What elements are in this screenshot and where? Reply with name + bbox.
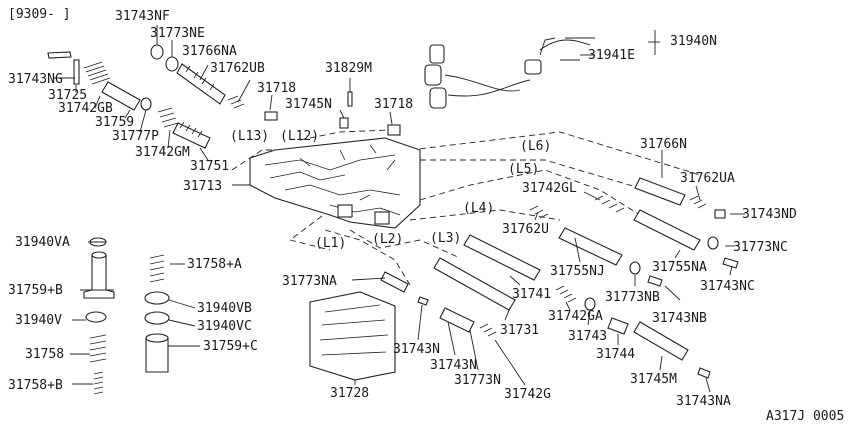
label-31742GB: 31742GB xyxy=(58,101,113,116)
label-31742G: 31742G xyxy=(504,387,551,402)
label-31755NJ: 31755NJ xyxy=(550,264,605,279)
label-31718-upper: 31718 xyxy=(257,81,296,96)
label-31743NB: 31743NB xyxy=(652,311,707,326)
label-31743ND: 31743ND xyxy=(742,207,797,222)
left-lower-parts xyxy=(83,237,170,395)
label-31742GA: 31742GA xyxy=(548,309,603,324)
left-upper-parts xyxy=(47,44,401,149)
label-31745M: 31745M xyxy=(630,372,677,387)
leader-lines xyxy=(54,25,745,393)
label-31759C: 31759+C xyxy=(203,339,258,354)
label-31743NF: 31743NF xyxy=(115,9,170,24)
label-31773N: 31773N xyxy=(454,373,501,388)
locator-lines xyxy=(231,129,701,286)
label-31742GM: 31742GM xyxy=(135,145,190,160)
figure-code: A317J 0005 xyxy=(766,409,844,424)
label-31829M: 31829M xyxy=(325,61,372,76)
label-31777P: 31777P xyxy=(112,129,159,144)
label-31743: 31743 xyxy=(568,329,607,344)
locator-L2: (L2) xyxy=(372,232,403,247)
label-31758: 31758 xyxy=(25,347,64,362)
label-31940VA: 31940VA xyxy=(15,235,70,250)
control-valve-body xyxy=(249,137,421,229)
label-31741: 31741 xyxy=(512,287,551,302)
lower-centre-parts xyxy=(309,271,497,381)
label-31725: 31725 xyxy=(48,88,87,103)
locator-L12: (L12) xyxy=(280,129,319,144)
label-31731: 31731 xyxy=(500,323,539,338)
label-31773NB: 31773NB xyxy=(605,290,660,305)
locator-L1: (L1) xyxy=(315,236,346,251)
label-31773NA: 31773NA xyxy=(282,274,337,289)
label-31766NA: 31766NA xyxy=(182,44,237,59)
label-31940VB: 31940VB xyxy=(197,301,252,316)
label-31759B: 31759+B xyxy=(8,283,63,298)
locator-L6: (L6) xyxy=(520,139,551,154)
label-31743NG: 31743NG xyxy=(8,72,63,87)
label-31743N-right: 31743N xyxy=(430,358,477,373)
label-31713: 31713 xyxy=(183,179,222,194)
label-31940VC: 31940VC xyxy=(197,319,252,334)
label-31759: 31759 xyxy=(95,115,134,130)
label-31773NE: 31773NE xyxy=(150,26,205,41)
label-31758A: 31758+A xyxy=(187,257,242,272)
locator-L13: (L13) xyxy=(230,129,269,144)
label-31773NC: 31773NC xyxy=(733,240,788,255)
label-31762U: 31762U xyxy=(502,222,549,237)
label-31940V: 31940V xyxy=(15,313,62,328)
label-31940N: 31940N xyxy=(670,34,717,49)
locator-L3: (L3) xyxy=(430,231,461,246)
label-31766N: 31766N xyxy=(640,137,687,152)
locator-L4: (L4) xyxy=(463,201,494,216)
label-31718-right: 31718 xyxy=(374,97,413,112)
label-31742GL: 31742GL xyxy=(522,181,577,196)
label-31941E: 31941E xyxy=(588,48,635,63)
right-side-parts xyxy=(433,177,739,379)
label-31762UB: 31762UB xyxy=(210,61,265,76)
label-31744: 31744 xyxy=(596,347,635,362)
label-31762UA: 31762UA xyxy=(680,171,735,186)
solenoid-assembly xyxy=(424,37,591,109)
part-labels: [9309- ] A317J 0005 31743NF 31773NE 3176… xyxy=(8,7,844,424)
locator-L5: (L5) xyxy=(508,162,539,177)
label-31755NA: 31755NA xyxy=(652,260,707,275)
label-31751: 31751 xyxy=(190,159,229,174)
label-31728: 31728 xyxy=(330,386,369,401)
label-31743NA: 31743NA xyxy=(676,394,731,409)
label-31745N: 31745N xyxy=(285,97,332,112)
date-code: [9309- ] xyxy=(8,7,71,22)
label-31743NC: 31743NC xyxy=(700,279,755,294)
label-31758B: 31758+B xyxy=(8,378,63,393)
label-31743N-left: 31743N xyxy=(393,342,440,357)
